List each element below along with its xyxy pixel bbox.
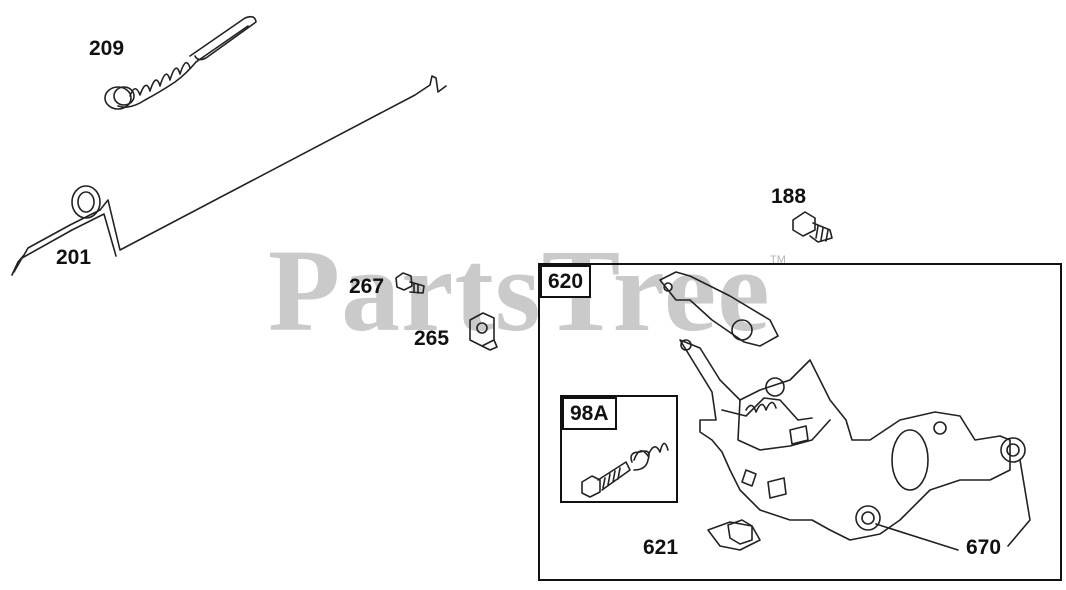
callout-209[interactable]: 209 (89, 37, 125, 60)
leader-line-670 (875, 459, 1031, 551)
part-188-screw[interactable] (792, 211, 833, 243)
part-201-rod[interactable] (11, 75, 447, 276)
callout-188[interactable]: 188 (771, 185, 807, 208)
part-265-clip[interactable] (469, 312, 498, 351)
assembly-620-frame (538, 263, 1062, 581)
callout-267[interactable]: 267 (349, 275, 385, 298)
callout-620[interactable]: 620 (540, 265, 592, 298)
part-620-bracket-assembly[interactable] (659, 271, 1026, 541)
part-621-clip[interactable] (707, 519, 761, 551)
part-209-spring[interactable] (104, 15, 257, 110)
callout-98a[interactable]: 98A (562, 397, 617, 430)
assembly-98a-frame (560, 395, 678, 503)
part-267-screw[interactable] (395, 272, 425, 294)
part-98a-screw-spring[interactable] (581, 442, 669, 498)
callout-201[interactable]: 201 (56, 246, 92, 269)
callout-621[interactable]: 621 (643, 536, 679, 559)
watermark-logo: PartsTree (268, 225, 771, 356)
callout-265[interactable]: 265 (414, 327, 450, 350)
callout-670[interactable]: 670 (966, 536, 1002, 559)
